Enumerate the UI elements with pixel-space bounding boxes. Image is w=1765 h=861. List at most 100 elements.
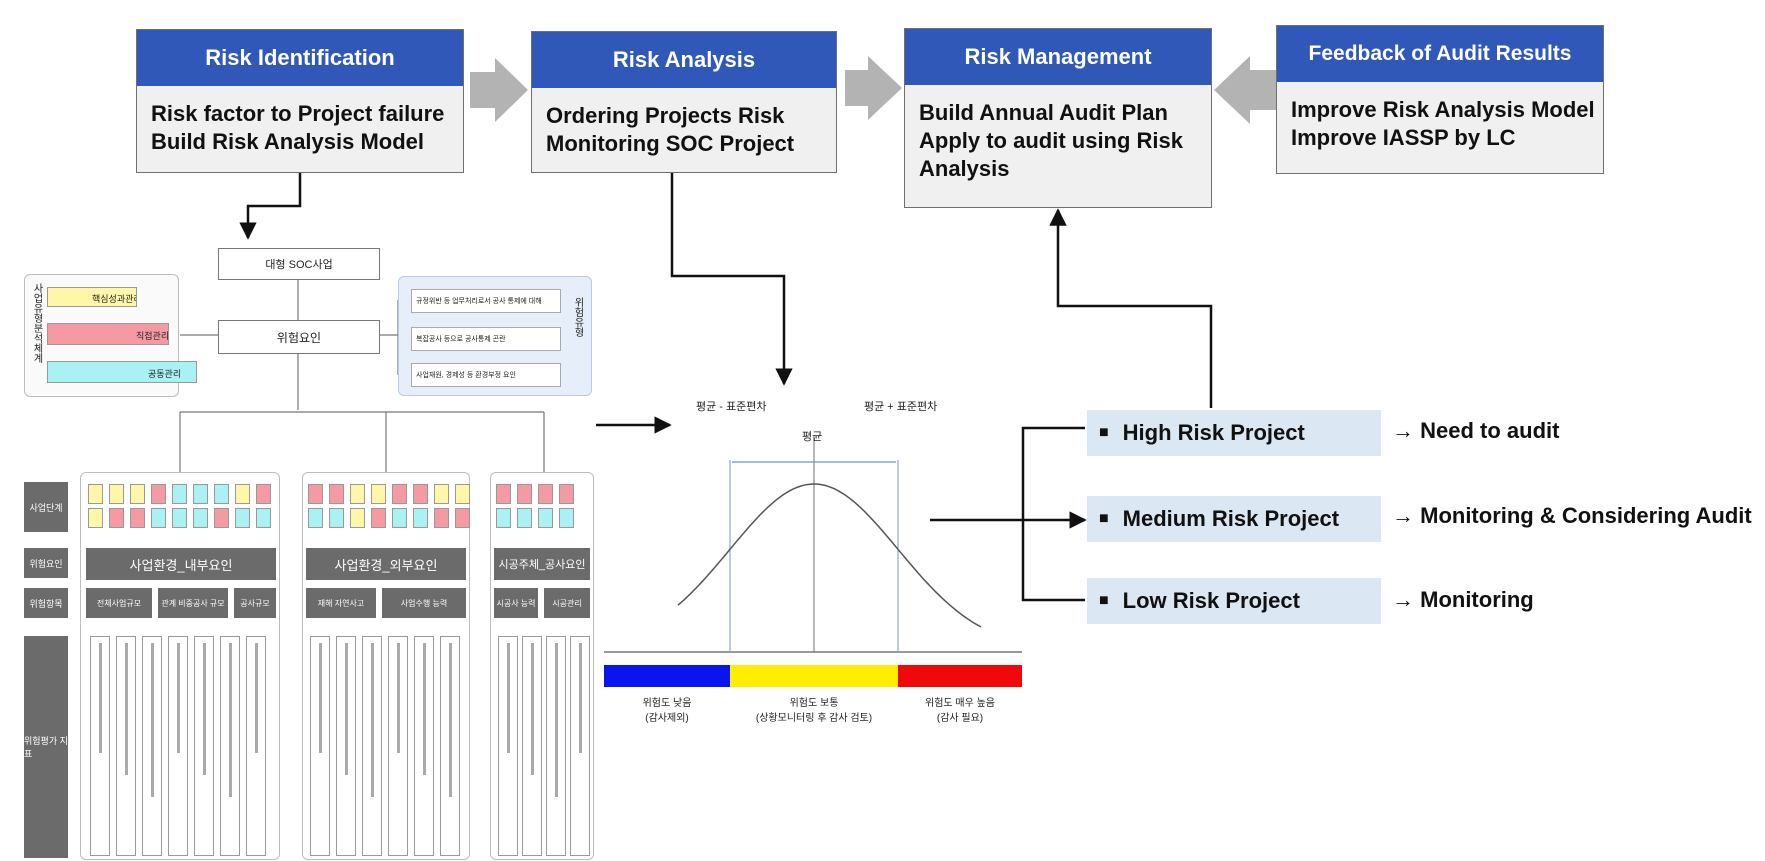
bullet-icon: ■ [1099, 424, 1109, 441]
indicator-column [142, 636, 162, 856]
stage-arrow-1 [470, 58, 528, 122]
group-sub: 공사규모 [234, 588, 276, 618]
risk-chip [455, 484, 470, 504]
risk-chip [214, 484, 229, 504]
normal-distribution [604, 436, 1022, 653]
risk-chip [329, 508, 344, 528]
stage-line: Ordering Projects Risk [546, 103, 785, 128]
band-low [604, 665, 730, 687]
level-medium-result: → Monitoring & Considering Audit [1392, 503, 1752, 528]
indicator-column [220, 636, 240, 856]
group-sub: 시공관리 [544, 588, 590, 618]
right-item: 사업재원, 경제성 등 환경부정 요인 [411, 363, 561, 387]
indicator-text-mark [506, 643, 510, 753]
indicator-text-mark [448, 643, 452, 797]
indicator-text-mark [98, 643, 102, 753]
level-high-result: → Need to audit [1392, 418, 1560, 443]
risk-chip [413, 508, 428, 528]
indicator-text-mark [202, 643, 206, 775]
risk-chip [559, 508, 574, 528]
risk-chip [151, 508, 166, 528]
left-item: 직접관리 [47, 323, 169, 345]
risk-chip [88, 508, 103, 528]
risk-chip [151, 484, 166, 504]
dist-label-left: 평균 - 표준편차 [696, 401, 767, 413]
risk-chip [559, 484, 574, 504]
indicator-text-mark [530, 643, 534, 775]
indicator-text-mark [318, 643, 322, 753]
risk-chip [392, 508, 407, 528]
indicator-text-mark [396, 643, 400, 753]
row-label: 사업단계 [24, 482, 68, 532]
risk-chip [434, 484, 449, 504]
model-root-box: 대형 SOC사업 [218, 248, 380, 280]
left-panel-label: 사업유형분석체계 [31, 283, 42, 363]
stage-line: Monitoring SOC Project [546, 131, 795, 156]
risk-chip [496, 484, 511, 504]
indicator-column [116, 636, 136, 856]
indicator-text-mark [228, 643, 232, 797]
risk-chip [109, 508, 124, 528]
indicator-column [90, 636, 110, 856]
indicator-column [414, 636, 434, 856]
stage-line: Build Risk Analysis Model [151, 129, 425, 154]
indicator-column [522, 636, 542, 856]
indicator-text-mark [370, 643, 374, 797]
risk-chip [109, 484, 124, 504]
risk-factor-box: 위험요인 [218, 320, 380, 354]
indicator-text-mark [554, 643, 558, 797]
risk-chip [538, 484, 553, 504]
level-low-result: → Monitoring [1392, 587, 1534, 612]
group-sub: 재해 자연사고 [306, 588, 376, 618]
indicator-column [388, 636, 408, 856]
band-label-medium: 위험도 보통 (상황모니터링 후 감사 검토) [755, 698, 873, 724]
risk-chip [413, 484, 428, 504]
left-panel: 사업유형분석체계 핵심성과관리 직접관리 공동관리 [24, 274, 197, 397]
risk-chip [434, 508, 449, 528]
indicator-text-mark [124, 643, 128, 775]
left-item: 핵심성과관리 [47, 287, 137, 307]
stage-title: Risk Management [905, 29, 1211, 85]
indicator-column [310, 636, 330, 856]
risk-chip [392, 484, 407, 504]
stage-line: Risk factor to Project failure [151, 101, 445, 126]
indicator-column [498, 636, 518, 856]
stage-risk-analysis: Risk Analysis Ordering Projects Risk Mon… [531, 31, 837, 173]
level-medium: ■ Medium Risk Project [1087, 496, 1381, 542]
group-title: 사업환경_외부요인 [306, 548, 466, 580]
stage-risk-management: Risk Management Build Annual Audit Plan … [904, 28, 1212, 208]
risk-chip [496, 508, 511, 528]
risk-chip [214, 508, 229, 528]
level-low: ■ Low Risk Project [1087, 578, 1381, 624]
indicator-text-mark [422, 643, 426, 775]
stage-line: Apply to audit using Risk [919, 128, 1184, 153]
risk-chip [517, 484, 532, 504]
bullet-icon: ■ [1099, 592, 1109, 609]
dist-label-right: 평균 + 표준편차 [864, 401, 938, 413]
row-label: 위험항목 [24, 588, 68, 618]
risk-chip [517, 508, 532, 528]
stage-line: Build Annual Audit Plan [919, 100, 1168, 125]
bullet-icon: ■ [1099, 510, 1109, 527]
group-sub: 시공사 능력 [494, 588, 538, 618]
risk-chip [350, 508, 365, 528]
stage-title: Feedback of Audit Results [1277, 26, 1603, 82]
level-label: Low Risk Project [1122, 588, 1300, 613]
dist-label-center: 평균 [802, 431, 823, 443]
model-root: 대형 SOC사업 [265, 259, 333, 271]
risk-chip [371, 484, 386, 504]
stage-line: Improve Risk Analysis Model [1291, 97, 1595, 122]
risk-chip [538, 508, 553, 528]
stage-feedback: Feedback of Audit Results Improve Risk A… [1276, 25, 1604, 174]
group-sub: 관계 비중공사 규모 [158, 588, 228, 618]
band-medium [730, 665, 898, 687]
left-item: 공동관리 [47, 361, 197, 383]
band-label-low: 위험도 낮음 (감사제외) [642, 698, 692, 724]
indicator-column [336, 636, 356, 856]
group-sub: 전체사업규모 [86, 588, 152, 618]
stage-risk-identification: Risk Identification Risk factor to Proje… [136, 29, 464, 173]
indicator-text-mark [150, 643, 154, 797]
indicator-text-mark [344, 643, 348, 775]
row-label: 위험평가 지표 [24, 636, 68, 858]
risk-chip [88, 484, 103, 504]
